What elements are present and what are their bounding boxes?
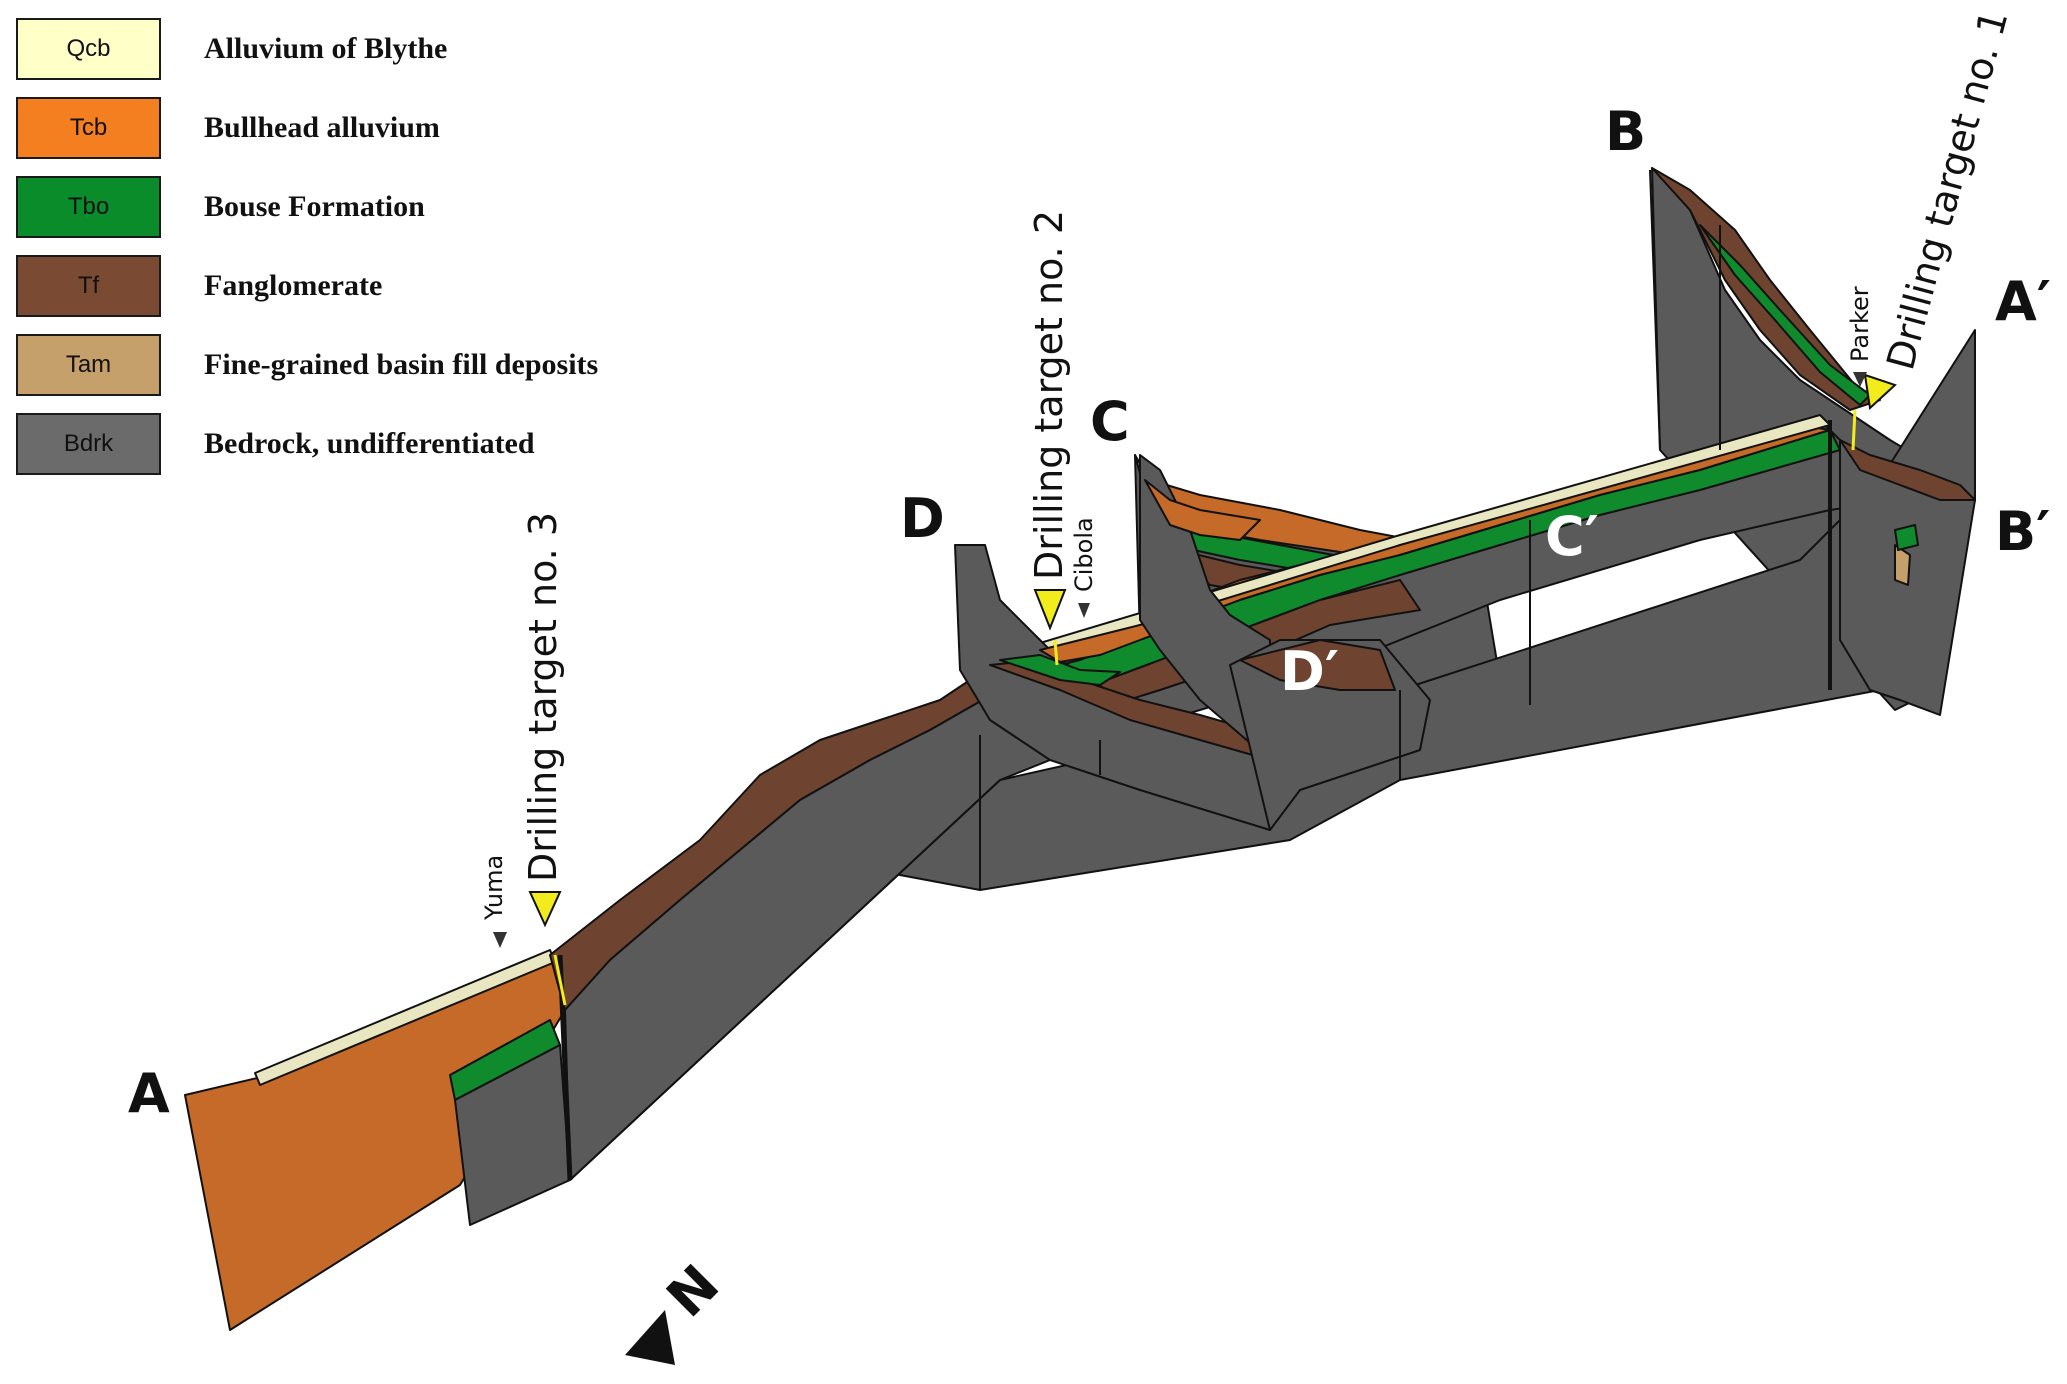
legend-swatch-qcb: Qcb [16, 18, 161, 80]
legend-label-tcb: Bullhead alluvium [204, 111, 440, 144]
panel-c-front-tcb [1144, 479, 1261, 541]
label-d: D [900, 487, 945, 550]
yuma-marker [493, 932, 507, 948]
legend-item-tcb: Tcb Bullhead alluvium [16, 97, 716, 163]
parker-label: Parker [1846, 286, 1874, 362]
legend-item-qcb: Qcb Alluvium of Blythe [16, 18, 716, 84]
target-3-label: Drilling target no. 3 [521, 512, 565, 882]
legend: Qcb Alluvium of Blythe Tcb Bullhead allu… [16, 18, 716, 492]
legend-swatch-tf: Tf [16, 255, 161, 317]
north-arrow-icon [625, 1310, 675, 1365]
target-2-label: Drilling target no. 2 [1027, 210, 1071, 580]
target-1-marker [1863, 373, 1897, 411]
legend-swatch-bdrk: Bdrk [16, 413, 161, 475]
label-c-prime: C′ [1545, 505, 1599, 568]
legend-swatch-tcb: Tcb [16, 97, 161, 159]
panel-bprime-tam [1894, 544, 1911, 586]
north-arrow: N [625, 1253, 731, 1365]
label-d-prime: D′ [1280, 640, 1339, 703]
legend-item-bdrk: Bdrk Bedrock, undifferentiated [16, 413, 716, 479]
legend-label-tbo: Bouse Formation [204, 190, 425, 223]
label-b-prime: B′ [1995, 500, 2050, 563]
panel-dprime-tf [1239, 639, 1396, 691]
borehole-target-3 [553, 954, 567, 1006]
label-c: C [1090, 390, 1130, 453]
label-a-prime: A′ [1995, 270, 2051, 333]
borehole-target-2 [1053, 639, 1059, 666]
legend-label-tam: Fine-grained basin fill deposits [204, 348, 599, 381]
panel-bprime-tf [1839, 439, 1976, 501]
cibola-label: Cibola [1070, 517, 1098, 592]
legend-label-bdrk: Bedrock, undifferentiated [204, 427, 535, 460]
label-b: B [1605, 100, 1646, 163]
legend-item-tam: Tam Fine-grained basin fill deposits [16, 334, 716, 400]
target-3-marker [528, 891, 562, 928]
legend-label-tf: Fanglomerate [204, 269, 383, 302]
borehole-target-1 [1851, 409, 1857, 451]
legend-item-tf: Tf Fanglomerate [16, 255, 716, 321]
panel-b-tbo [1699, 224, 1871, 406]
yuma-label: Yuma [480, 855, 508, 921]
cibola-marker [1078, 603, 1090, 618]
panel-d-tbo [999, 654, 1121, 686]
label-a: A [128, 1062, 170, 1125]
legend-item-tbo: Tbo Bouse Formation [16, 176, 716, 242]
panel-bprime-tbo [1894, 524, 1919, 551]
legend-swatch-tam: Tam [16, 334, 161, 396]
parker-marker [1853, 372, 1867, 387]
target-2-marker [1033, 589, 1067, 631]
legend-swatch-tbo: Tbo [16, 176, 161, 238]
legend-label-qcb: Alluvium of Blythe [204, 32, 448, 65]
